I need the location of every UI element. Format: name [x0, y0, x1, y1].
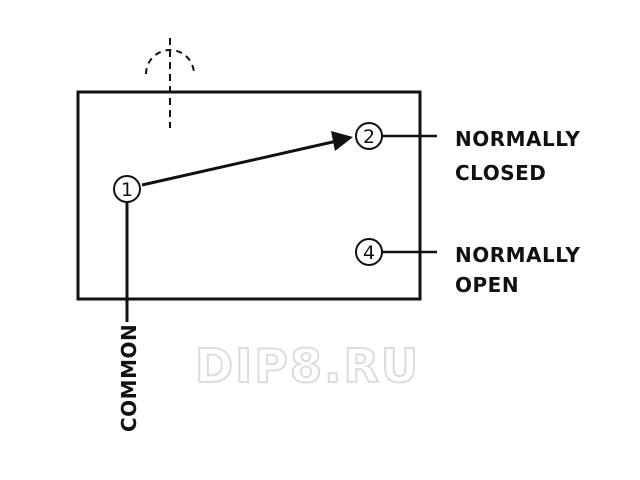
- terminal-1-number: 1: [121, 179, 133, 201]
- normally-closed-label-line1: NORMALLY: [455, 127, 580, 151]
- normally-open-label-line1: NORMALLY: [455, 243, 580, 267]
- normally-closed-label-line2: CLOSED: [455, 161, 546, 185]
- terminal-4: 4: [355, 238, 437, 266]
- common-label: COMMON: [117, 324, 141, 432]
- terminal-2: 2: [355, 122, 437, 150]
- normally-open-label-line2: OPEN: [455, 273, 519, 297]
- watermark: DIP8.RU: [195, 339, 420, 393]
- switch-housing: [76, 90, 422, 301]
- terminal-1: 1: [113, 175, 141, 203]
- switch-lever-arrow: [141, 131, 353, 187]
- terminal-4-number: 4: [363, 242, 375, 264]
- terminal-2-number: 2: [363, 126, 375, 148]
- actuator-indicator: [145, 38, 195, 128]
